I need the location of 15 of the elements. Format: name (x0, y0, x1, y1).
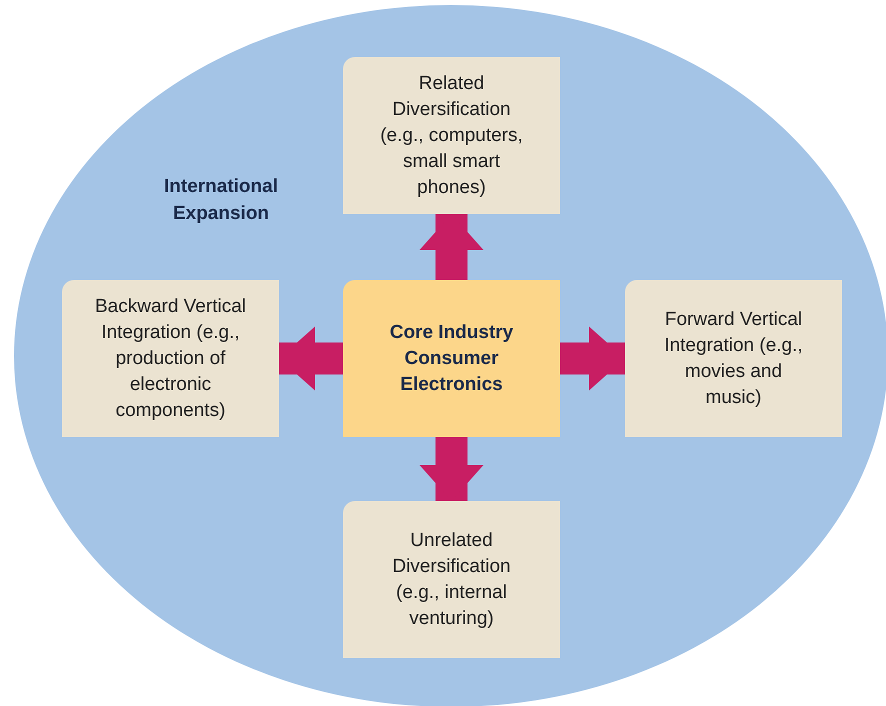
box-text: Related Diversification (e.g., computers, small smart phones) (379, 72, 524, 200)
box-text: Backward Vertical Integration (e.g., production of electronic components) (94, 294, 247, 422)
strategy-box (62, 280, 279, 437)
box-text: Core Industry Consumer Electronics (388, 320, 514, 396)
box-text: Forward Vertical Integration (e.g., movies and music) (663, 308, 804, 410)
arrow (420, 437, 484, 501)
arrow (560, 326, 625, 390)
strategy-box (343, 57, 560, 214)
strategy-box (625, 280, 842, 437)
region-label: International Expansion (162, 175, 279, 226)
arrow (279, 326, 343, 390)
strategy-box (343, 501, 560, 658)
arrow (420, 214, 484, 280)
core-box (343, 280, 560, 437)
box-text: Unrelated Diversification (e.g., internal venturing) (391, 528, 512, 630)
